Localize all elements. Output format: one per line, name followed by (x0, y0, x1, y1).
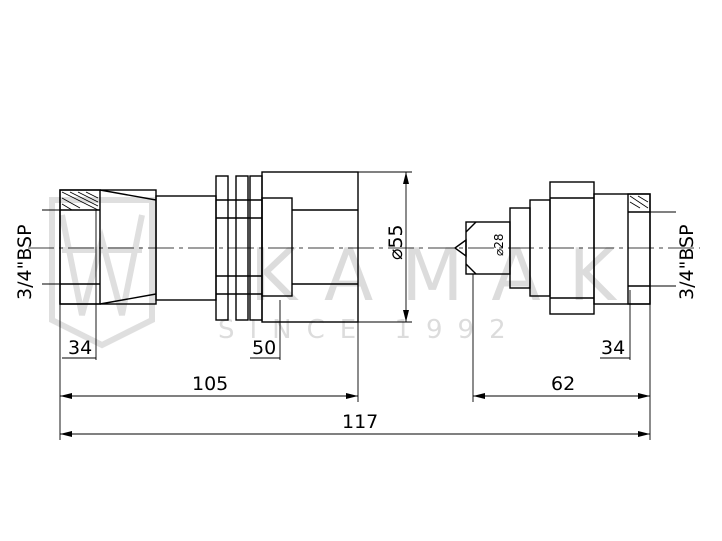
thread-label-left: 3/4"BSP (14, 224, 36, 300)
male-thread-hatching (629, 195, 649, 209)
watermark-brand: KAMAK (250, 233, 644, 317)
watermark-shield-logo (49, 197, 155, 349)
length-total-label: 117 (342, 411, 378, 433)
dimension-lines (42, 171, 676, 440)
thread-label-right: 3/4"BSP (676, 224, 698, 300)
hex-label-left: 34 (68, 337, 92, 359)
length-male-label: 62 (551, 373, 575, 395)
female-thread-hatching (61, 191, 99, 211)
diameter-body-label: ⌀55 (385, 224, 407, 260)
dimension-arrows (60, 172, 650, 437)
watermark: KAMAK SINCE 1992 (49, 197, 644, 349)
length-female-label: 105 (192, 373, 228, 395)
hex-label-mid: 50 (252, 337, 276, 359)
hex-label-right: 34 (601, 337, 625, 359)
watermark-tagline: SINCE 1992 (218, 315, 521, 345)
diameter-nipple-label: ⌀28 (492, 234, 506, 257)
